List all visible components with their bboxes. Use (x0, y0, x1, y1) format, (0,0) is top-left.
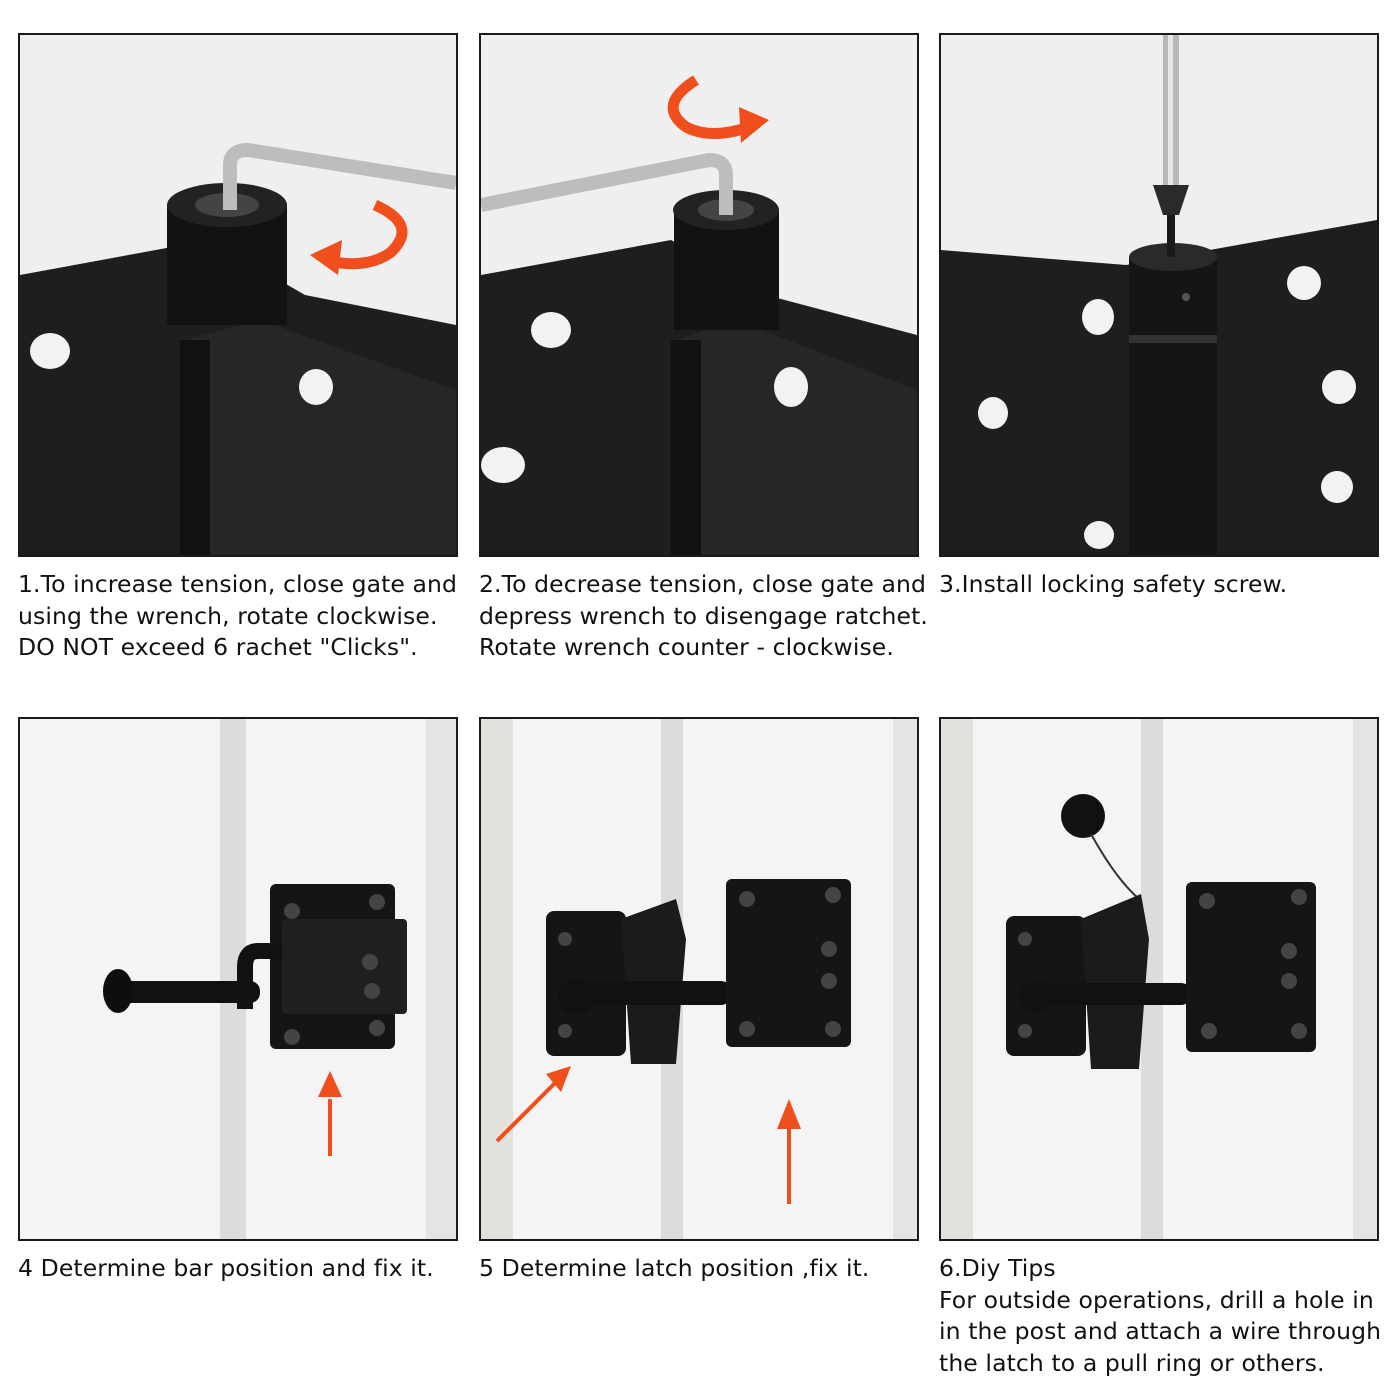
screw-hole (299, 369, 333, 405)
hex-wrench (223, 143, 456, 210)
screw-hole (774, 367, 808, 407)
screw-hole (1082, 299, 1114, 335)
step-3-caption: 3.Install locking safety screw. (939, 569, 1384, 601)
step-4-caption: 4 Determine bar position and fix it. (18, 1253, 463, 1285)
latch-keeper (1186, 882, 1316, 1052)
screw-hole (1287, 266, 1321, 300)
hinge-leaf-front (185, 320, 456, 555)
caption-line: depress wrench to disengage ratchet. (479, 601, 928, 630)
caption-line: DO NOT exceed 6 rachet "Clicks". (18, 633, 418, 661)
safety-screw (1167, 215, 1175, 257)
caption-line: 2.To decrease tension, close gate and (479, 570, 927, 598)
hinge-barrel (674, 210, 779, 330)
screw-hole (978, 397, 1008, 429)
hinge-barrel (1129, 257, 1217, 555)
caption-line: Rotate wrench counter - clockwise. (479, 633, 894, 661)
screw-hole (531, 312, 571, 348)
fence-groove (1141, 719, 1163, 1239)
step-6-caption: 6.Diy Tips For outside operations, drill… (939, 1253, 1384, 1379)
pull-ring-tag (1061, 794, 1105, 838)
caption-line: 4 Determine bar position and fix it. (18, 1254, 434, 1282)
screw-hole (1322, 370, 1356, 404)
hex-wrench (481, 153, 733, 215)
caption-line: the latch to a pull ring or others. (939, 1348, 1325, 1377)
diagonal-arrow-icon (495, 1077, 561, 1143)
step-3-photo (939, 33, 1379, 557)
latch-keeper (726, 879, 851, 1047)
latch-bar (120, 981, 260, 1003)
step-2-photo (479, 33, 919, 557)
screw-hole (481, 447, 525, 483)
caption-line: 5 Determine latch position ,fix it. (479, 1254, 870, 1282)
hinge-leaf-front (676, 320, 917, 555)
caption-line: in the post and attach a wire through (939, 1317, 1382, 1345)
caption-line: For outside operations, drill a hole in (939, 1285, 1374, 1314)
caption-line: using the wrench, rotate clockwise. (18, 601, 438, 630)
step-5-photo (479, 717, 919, 1241)
step-4-photo (18, 717, 458, 1241)
pull-wire (1090, 833, 1140, 900)
step-2-caption: 2.To decrease tension, close gate and de… (479, 569, 928, 664)
screw-hole (30, 333, 70, 369)
step-1-photo (18, 33, 458, 557)
caption-line: 3.Install locking safety screw. (939, 570, 1288, 598)
screw-hole (1084, 521, 1114, 549)
caption-line: 6.Diy Tips (939, 1254, 1056, 1282)
screw-hole (1321, 471, 1353, 503)
step-1-caption: 1.To increase tension, close gate and us… (18, 569, 463, 664)
step-6-photo (939, 717, 1379, 1241)
clockwise-arrow-icon (323, 199, 408, 270)
caption-line: 1.To increase tension, close gate and (18, 570, 458, 598)
counter-clockwise-arrow-icon (667, 75, 751, 139)
step-5-caption: 5 Determine latch position ,fix it. (479, 1253, 924, 1285)
